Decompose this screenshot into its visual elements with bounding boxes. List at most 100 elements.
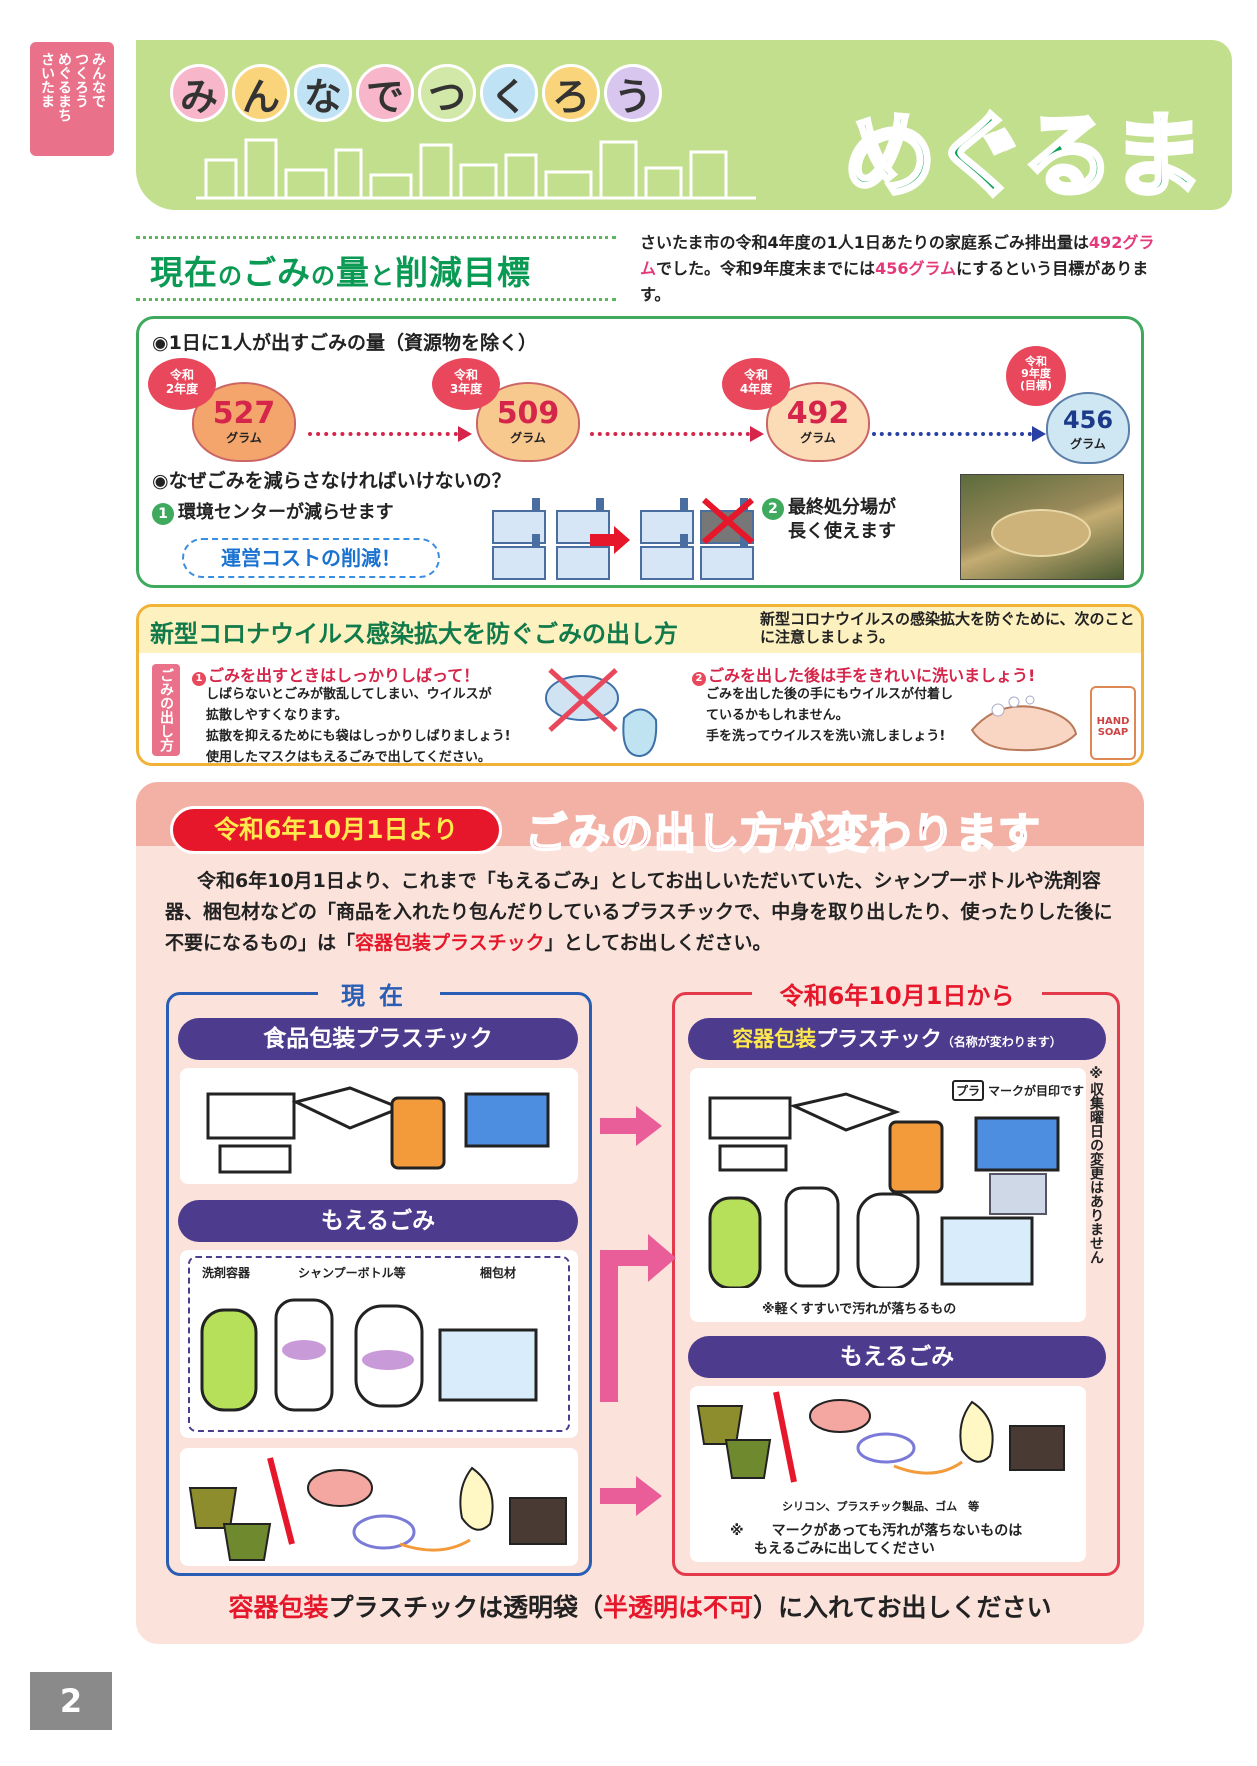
intro-highlight: 容器包装プラスチック — [355, 932, 545, 954]
slogan-char: ん — [232, 64, 290, 122]
date-pill: 令和6年10月1日より — [170, 806, 502, 854]
slogan-char: み — [170, 64, 228, 122]
corona-note: 新型コロナウイルスの感染拡大を防ぐために、次のことに注意しましょう。 — [760, 610, 1135, 646]
reason-text: 最終処分場が — [788, 497, 896, 518]
progress-arrow — [308, 426, 472, 442]
tip-line: 拡散を抑えるためにも袋はしっかりしばりましょう! — [206, 729, 511, 744]
title-part: の — [218, 262, 243, 290]
factory-icon — [640, 534, 694, 580]
title-part: ごみ — [243, 253, 311, 292]
stage-r3: 令和 3年度 509 グラム — [432, 358, 580, 462]
slogan-char: ろ — [542, 64, 600, 122]
stage-unit: グラム — [226, 430, 262, 445]
new-burnable-panel: シリコン、プラスチック製品、ゴム 等 ※ マークがあっても汚れが落ちないものは … — [690, 1386, 1086, 1562]
container-items-illustration-icon — [708, 1092, 1060, 1288]
tip-line: ごみを出した後の手にもウイルスが付着し — [706, 687, 954, 702]
food-tray-illustration-icon — [206, 1086, 550, 1174]
garbage-bag-icon: 509 グラム — [476, 382, 580, 462]
slogan-char: う — [604, 64, 662, 122]
tip-heading-text: ごみを出すときはしっかりしばって！ — [208, 666, 480, 685]
reason-number: 2 — [762, 498, 784, 520]
change-title: ごみの出し方が変わります — [524, 808, 1042, 859]
garbage-bag-icon: 456 グラム — [1046, 392, 1130, 464]
tip-line: 使用したマスクはもえるごみで出してください。 — [206, 750, 491, 765]
food-packaging-panel — [180, 1068, 578, 1184]
tip1-body: しばらないとごみが散乱してしまい、ウイルスが 拡散しやすくなります。 拡散を抑え… — [206, 684, 511, 768]
stage-r4: 令和 4年度 492 グラム — [722, 358, 870, 462]
arrow-right-icon — [600, 1106, 662, 1146]
intro-text: 令和6年10月1日より、これまで「もえるごみ」としてお出しいただいていた、シャン… — [165, 870, 1113, 954]
factory-icon — [492, 534, 546, 580]
instruction-text: ）に入れてお出しください — [753, 1593, 1052, 1622]
instruction-highlight: 容器包装 — [228, 1593, 329, 1622]
title-part: 削減目標 — [395, 253, 531, 292]
container-packaging-plastic-category: 容器包装プラスチック（名称が変わります） — [688, 1018, 1106, 1060]
instruction-highlight: 半透明は不可 — [603, 1593, 754, 1622]
header-banner: み ん な で つ く ろ う めぐるま — [136, 40, 1232, 210]
change-intro: 令和6年10月1日より、これまで「もえるごみ」としてお出しいただいていた、シャン… — [165, 866, 1125, 959]
stage-value: 492 — [786, 395, 850, 431]
bag-instruction: 容器包装プラスチックは透明袋（半透明は不可）に入れてお出しください — [150, 1588, 1130, 1624]
side-tab-logo: みんなで つくろう めぐるまち さいたま — [30, 42, 114, 156]
tip-number: 2 — [692, 672, 706, 686]
progress-arrow — [590, 426, 764, 442]
landfill-aerial-photo — [960, 474, 1124, 580]
category-text: プラスチック — [816, 1027, 942, 1051]
stage-unit: グラム — [510, 430, 546, 445]
food-packaging-plastic-category: 食品包装プラスチック — [178, 1018, 578, 1060]
dashed-outline — [188, 1256, 570, 1432]
slogan-char: つ — [418, 64, 476, 122]
mark-note-text: マークが目印です — [988, 1084, 1085, 1098]
desc-text: さいたま市の令和4年度の1人1日あたりの家庭系ごみ排出量は — [640, 233, 1089, 252]
divider — [136, 298, 616, 301]
side-tab-line: みんなで — [90, 52, 106, 108]
tied-bag-icon — [545, 668, 658, 758]
city-skyline-icon — [196, 138, 756, 200]
mark-note: プラマークが目印です — [952, 1080, 1084, 1101]
title-part: と — [370, 262, 395, 290]
desc-text: でした。令和9年度末までには — [656, 259, 876, 278]
tip-line: 拡散しやすくなります。 — [206, 708, 348, 723]
tip-line: 手を洗ってウイルスを洗い流しましょう! — [706, 729, 946, 744]
burnable-category: もえるごみ — [178, 1200, 578, 1242]
page-number: 2 — [30, 1672, 112, 1730]
arrow-right-icon — [600, 1476, 662, 1516]
reason-text: 環境センターが減らせます — [178, 502, 394, 523]
factory-icon — [556, 498, 610, 544]
brand-title: めぐるま — [842, 101, 1206, 210]
item-label: シャンプーボトル等 — [298, 1266, 406, 1280]
title-part: 現在 — [150, 253, 218, 292]
factory-icon — [700, 534, 754, 580]
container-packaging-panel: プラマークが目印です ※軽くすすいで汚れが落ちるもの — [690, 1068, 1086, 1322]
tip-heading-text: ごみを出した後は手をきれいに洗いましょう! — [708, 666, 1036, 685]
progress-arrow — [872, 426, 1046, 442]
stage-value: 527 — [212, 395, 276, 431]
section1-title: 現在のごみの量と削減目標 — [150, 246, 531, 294]
tip-line: ているかもしれません。 — [706, 708, 849, 723]
current-label: 現在 — [318, 976, 440, 1010]
desc-text: にするという目標があります。 — [640, 259, 1149, 304]
cross-mark-icon — [702, 497, 754, 545]
slogan-bubbles: み ん な で つ く ろ う — [170, 64, 662, 122]
slogan-char: な — [294, 64, 352, 122]
stage-value: 509 — [496, 395, 560, 431]
desc-highlight: 456グラム — [875, 259, 957, 278]
desc-highlight: 492グラム — [640, 233, 1155, 278]
cost-reduction-callout: 運営コストの削減！ — [182, 538, 440, 578]
category-highlight: 容器包装 — [732, 1027, 817, 1051]
bottle-illustration-icon — [200, 1298, 538, 1412]
waste-amount-box — [136, 316, 1144, 588]
materials-note: シリコン、プラスチック製品、ゴム 等 — [782, 1500, 980, 1513]
reason-number: 1 — [152, 503, 174, 525]
side-tab-line: つくろう — [73, 52, 89, 108]
side-tab-line: めぐるまち — [56, 52, 72, 122]
burnable-panel: 洗剤容器 シャンプーボトル等 梱包材 — [180, 1250, 578, 1438]
arrow-right-icon — [590, 526, 630, 554]
item-label: 梱包材 — [480, 1266, 517, 1280]
divider — [136, 236, 616, 239]
tip-line: しばらないとごみが散乱してしまい、ウイルスが — [206, 687, 492, 702]
